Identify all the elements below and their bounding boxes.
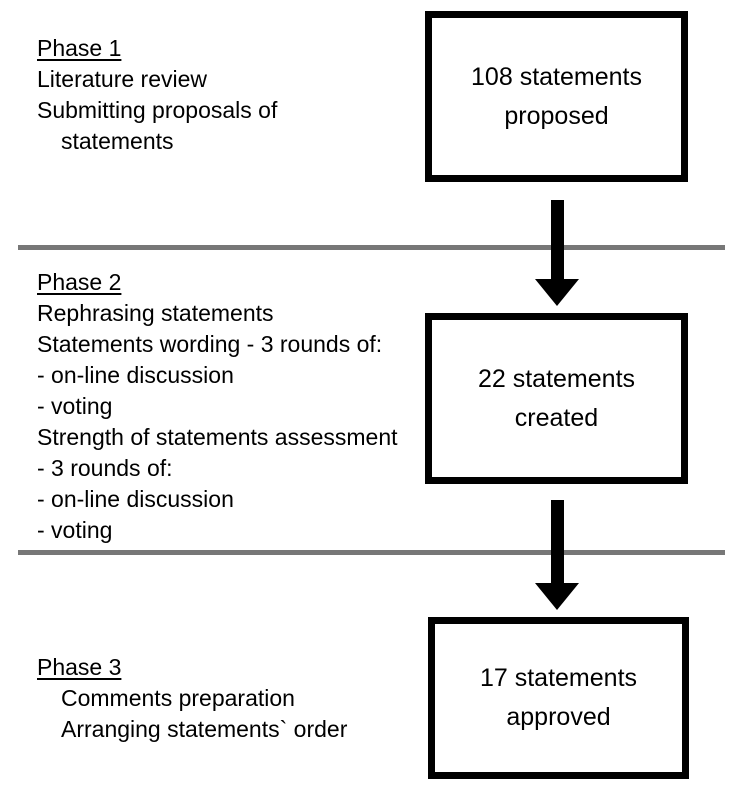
arrow-head bbox=[535, 279, 579, 306]
phase-2-title: Phase 2 bbox=[37, 269, 122, 295]
outcome-box-statements-created-label: 22 statements created bbox=[477, 364, 636, 432]
phase-1-line-2: Submitting proposals of bbox=[37, 97, 278, 123]
phase-divider-1 bbox=[18, 245, 725, 250]
outcome-box-statements-proposed: 108 statements proposed bbox=[425, 11, 688, 182]
phase-1-line-3: statements bbox=[61, 128, 174, 154]
phase-3-block: Phase 3 Comments preparation Arranging s… bbox=[37, 652, 417, 745]
phase-2-title-row: Phase 2 bbox=[37, 267, 417, 298]
phase-3-title-row: Phase 3 bbox=[37, 652, 417, 683]
arrow-shaft bbox=[551, 200, 564, 280]
phase-2-line-3: - on-line discussion bbox=[37, 362, 234, 388]
arrow-shaft bbox=[551, 500, 564, 584]
outcome-box-statements-approved: 17 statements approved bbox=[428, 617, 689, 779]
phase-2-line-4: - voting bbox=[37, 393, 113, 419]
phase-3-title: Phase 3 bbox=[37, 654, 122, 680]
phase-2-block: Phase 2 Rephrasing statements Statements… bbox=[37, 267, 417, 546]
phase-2-line-6: - 3 rounds of: bbox=[37, 455, 173, 481]
phase-3-line-2: Arranging statements` order bbox=[61, 716, 348, 742]
outcome-box-statements-approved-label: 17 statements approved bbox=[479, 664, 638, 731]
phase-1-line-1: Literature review bbox=[37, 66, 208, 92]
phase-1-title: Phase 1 bbox=[37, 35, 122, 61]
phase-divider-2 bbox=[18, 550, 725, 555]
arrow-down-icon-phase1-to-phase2 bbox=[535, 200, 579, 306]
arrow-down-icon-phase2-to-phase3 bbox=[535, 500, 579, 610]
phase-2-line-1: Rephrasing statements bbox=[37, 300, 274, 326]
phase-2-line-5: Strength of statements assessment bbox=[37, 424, 398, 450]
phase-2-line-2: Statements wording - 3 rounds of: bbox=[37, 331, 383, 357]
outcome-box-statements-proposed-label: 108 statements proposed bbox=[471, 62, 642, 130]
outcome-box-statements-created: 22 statements created bbox=[425, 313, 688, 484]
phase-1-block: Phase 1 Literature review Submitting pro… bbox=[37, 33, 417, 157]
phase-3-line-1: Comments preparation bbox=[61, 685, 295, 711]
phase-1-title-row: Phase 1 bbox=[37, 33, 417, 64]
phase-2-line-8: - voting bbox=[37, 517, 113, 543]
phase-2-line-7: - on-line discussion bbox=[37, 486, 234, 512]
arrow-head bbox=[535, 583, 579, 610]
